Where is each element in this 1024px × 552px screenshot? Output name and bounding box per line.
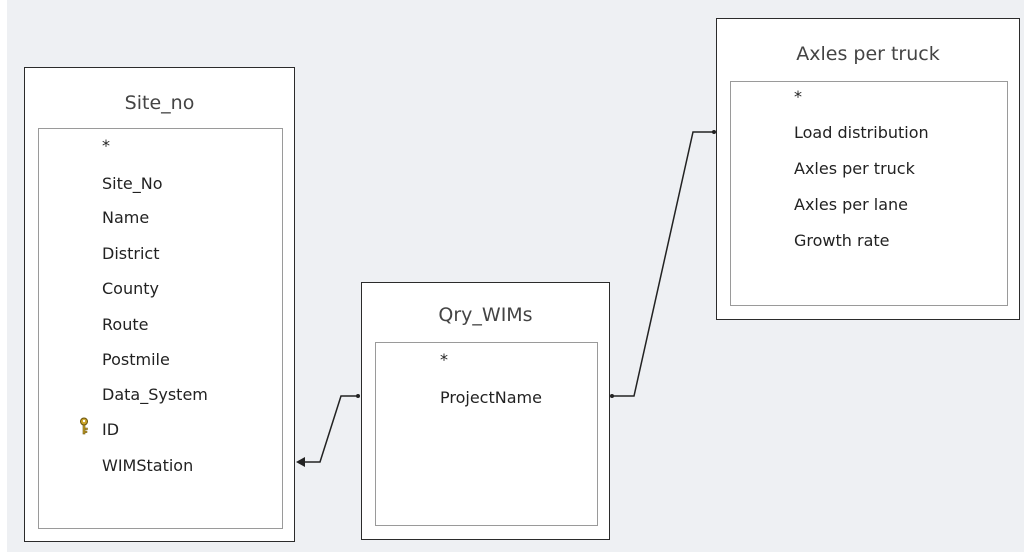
join-line-qry-wims-to-site-no[interactable] <box>296 394 360 467</box>
join-line-qry-wims-to-axles[interactable] <box>610 130 716 398</box>
field-site-no-site-no[interactable]: Site_No <box>102 174 163 193</box>
table-qry-wims[interactable]: Qry_WIMs * ProjectName <box>361 282 610 540</box>
field-qry-wims-projectname[interactable]: ProjectName <box>440 388 542 407</box>
table-site-no[interactable]: Site_no * Site_No Name District County R… <box>24 67 295 542</box>
field-site-no-all[interactable]: * <box>102 136 110 155</box>
table-qry-wims-field-list[interactable]: * ProjectName <box>375 342 598 526</box>
table-site-no-field-list[interactable]: * Site_No Name District County Route Pos… <box>38 128 283 529</box>
field-axles-all[interactable]: * <box>794 87 802 106</box>
field-qry-wims-all[interactable]: * <box>440 350 448 369</box>
field-site-no-wimstation[interactable]: WIMStation <box>102 456 194 475</box>
field-axles-axles-per-truck[interactable]: Axles per truck <box>794 159 915 178</box>
table-site-no-title[interactable]: Site_no <box>124 92 195 114</box>
field-site-no-district[interactable]: District <box>102 244 160 263</box>
field-site-no-postmile[interactable]: Postmile <box>102 350 170 369</box>
table-axles-per-truck-field-list[interactable]: * Load distribution Axles per truck Axle… <box>730 81 1008 306</box>
table-axles-per-truck-title[interactable]: Axles per truck <box>796 43 940 65</box>
field-site-no-id[interactable]: ID <box>102 420 120 439</box>
field-axles-growth-rate[interactable]: Growth rate <box>794 231 890 250</box>
field-site-no-name[interactable]: Name <box>102 208 150 227</box>
key-icon <box>80 417 88 435</box>
field-site-no-route[interactable]: Route <box>102 315 149 334</box>
field-site-no-county[interactable]: County <box>102 279 159 298</box>
field-axles-load-distribution[interactable]: Load distribution <box>794 123 929 142</box>
field-axles-axles-per-lane[interactable]: Axles per lane <box>794 195 909 214</box>
field-site-no-data-system[interactable]: Data_System <box>102 385 208 404</box>
table-qry-wims-title[interactable]: Qry_WIMs <box>438 304 533 326</box>
canvas-left-margin <box>0 0 7 552</box>
join-arrow-head <box>296 457 305 467</box>
table-axles-per-truck[interactable]: Axles per truck * Load distribution Axle… <box>716 18 1020 320</box>
